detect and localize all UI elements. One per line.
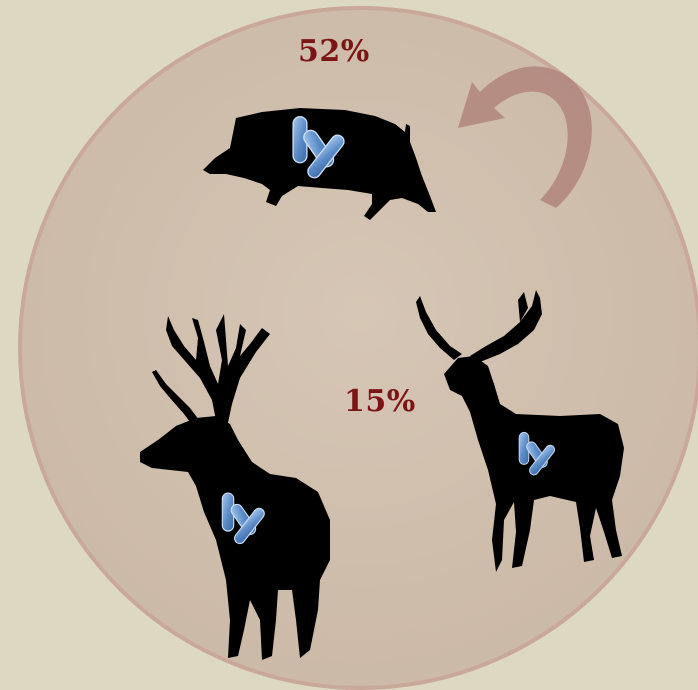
circle-background [18, 6, 698, 690]
deer-percent-label: 15% [344, 384, 416, 419]
cycle-arrow-icon [458, 66, 592, 208]
wild-boar-percent-label: 52% [298, 34, 370, 69]
